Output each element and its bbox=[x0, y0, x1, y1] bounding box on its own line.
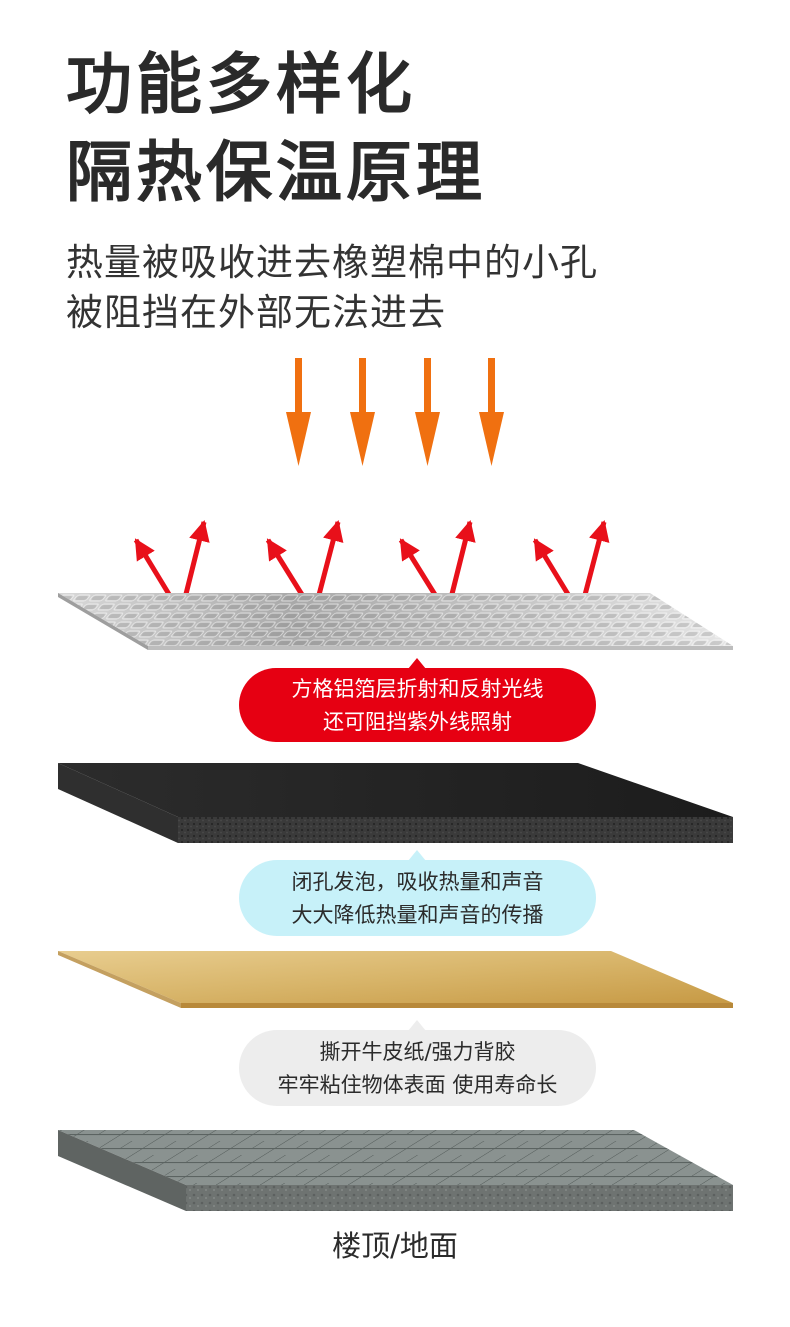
heat-arrow-down-icon bbox=[286, 358, 311, 466]
heat-arrow-down-icon bbox=[415, 358, 440, 466]
heat-arrow-down-icon bbox=[479, 358, 504, 466]
aluminum-foil-layer bbox=[58, 593, 733, 650]
incoming-heat-arrows bbox=[286, 358, 504, 466]
heading-line-1: 功能多样化 bbox=[66, 46, 416, 123]
rubber-foam-layer bbox=[58, 763, 733, 843]
foam-caption-pointer bbox=[408, 850, 426, 861]
heat-arrow-down-icon bbox=[350, 358, 375, 466]
foil-caption-line-2: 还可阻挡紫外线照射 bbox=[323, 709, 512, 734]
heading-line-2: 隔热保温原理 bbox=[66, 134, 486, 211]
kraft-caption-line-1: 撕开牛皮纸/强力背胶 bbox=[319, 1040, 516, 1064]
foil-caption-line-1: 方格铝箔层折射和反射光线 bbox=[291, 677, 544, 701]
kraft-paper-layer bbox=[58, 951, 733, 1008]
foil-caption-pointer bbox=[408, 658, 426, 669]
foam-caption: 闭孔发泡，吸收热量和声音 大大降低热量和声音的传播 bbox=[239, 860, 596, 936]
subheading-line-2: 被阻挡在外部无法进去 bbox=[66, 291, 446, 334]
roof-floor-layer bbox=[58, 1130, 733, 1211]
foil-caption: 方格铝箔层折射和反射光线 还可阻挡紫外线照射 bbox=[239, 668, 596, 742]
floor-label: 楼顶/地面 bbox=[332, 1229, 458, 1263]
subheading-line-1: 热量被吸收进去橡塑棉中的小孔 bbox=[66, 241, 598, 284]
foam-caption-line-1: 闭孔发泡，吸收热量和声音 bbox=[291, 870, 544, 894]
kraft-caption: 撕开牛皮纸/强力背胶 牢牢粘住物体表面 使用寿命长 bbox=[239, 1030, 596, 1106]
kraft-caption-pointer bbox=[408, 1020, 426, 1031]
kraft-caption-line-2: 牢牢粘住物体表面 使用寿命长 bbox=[277, 1072, 558, 1097]
foam-caption-line-2: 大大降低热量和声音的传播 bbox=[291, 902, 544, 927]
